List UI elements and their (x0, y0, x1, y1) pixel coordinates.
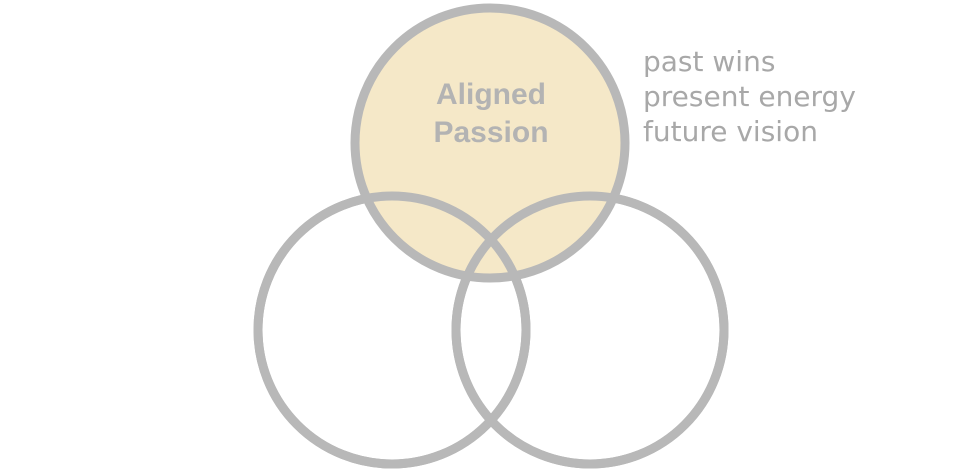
top-circle-title-line1: Aligned (436, 78, 546, 111)
top-circle-aligned-passion (350, 3, 630, 283)
bottom-right-circle-overlap-arc (451, 191, 729, 469)
bottom-left-circle-overlap-arc (253, 191, 531, 469)
top-circle-title: Aligned Passion (391, 76, 591, 152)
top-circle-title-line2: Passion (433, 116, 549, 149)
note-future-vision: future vision (643, 115, 818, 148)
note-present-energy: present energy (643, 80, 856, 113)
note-past-wins: past wins (643, 45, 776, 78)
side-notes: past wins present energy future vision (643, 44, 856, 149)
